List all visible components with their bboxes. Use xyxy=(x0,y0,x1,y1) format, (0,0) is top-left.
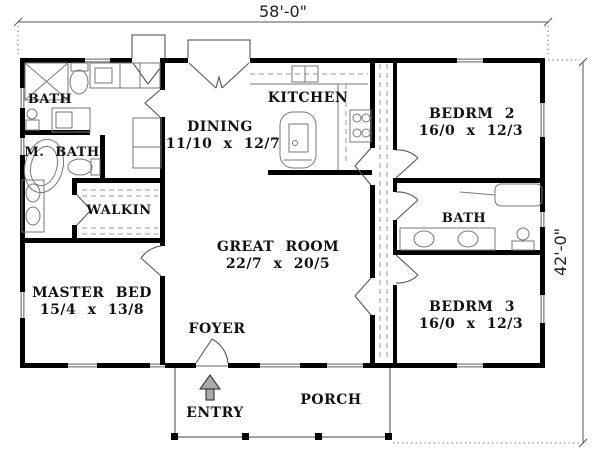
hall-cabinet xyxy=(132,117,162,148)
room-label-bath: BATH xyxy=(28,92,72,107)
pedestal-sink xyxy=(26,108,38,120)
dimension-lines xyxy=(13,17,588,448)
room-size-master-bed: 15/4 x 13/8 xyxy=(40,302,144,318)
porch-post xyxy=(242,433,249,440)
toilet xyxy=(69,69,89,95)
refrigerator xyxy=(279,111,317,169)
room-label-dining: DINING xyxy=(187,119,253,135)
room-label-bedrm2: BEDRM 2 xyxy=(429,106,515,122)
doors xyxy=(76,89,419,367)
width-dimension-label: 58'-0" xyxy=(259,2,307,21)
porch-post xyxy=(315,433,322,440)
laundry-counter xyxy=(89,62,161,89)
exterior-walls xyxy=(20,58,545,368)
porch-post xyxy=(171,433,178,440)
top-bumpouts xyxy=(131,34,251,89)
room-size-dining: 11/10 x 12/7 xyxy=(166,136,281,152)
porch-post xyxy=(385,433,392,440)
room-label-bedrm3: BEDRM 3 xyxy=(429,299,515,315)
room-label-entry: ENTRY xyxy=(186,405,244,421)
vanity xyxy=(399,227,496,251)
room-size-bedrm3: 16/0 x 12/3 xyxy=(419,316,523,332)
sink xyxy=(25,183,41,203)
toilet xyxy=(516,227,530,241)
entry-arrow-icon xyxy=(199,374,221,401)
room-size-great-room: 22/7 x 20/5 xyxy=(226,256,330,272)
master-bath-fixtures xyxy=(21,117,162,235)
tub xyxy=(23,138,65,194)
porch-outline xyxy=(171,368,392,440)
room-label-great-room: GREAT ROOM xyxy=(217,239,339,255)
vanity xyxy=(51,107,91,133)
shower xyxy=(24,62,69,101)
bath-fixtures xyxy=(24,62,161,133)
room-label-kitchen: KITCHEN xyxy=(268,90,348,106)
room-size-bedrm2: 16/0 x 12/3 xyxy=(419,123,523,139)
interior-walls xyxy=(20,58,545,365)
kitchen-fixtures xyxy=(250,65,372,170)
hall-bath-fixtures xyxy=(399,183,543,251)
utility-sink xyxy=(94,67,113,84)
height-dimension-label: 42'-0" xyxy=(551,228,570,276)
sink xyxy=(413,230,435,248)
tub xyxy=(494,183,543,207)
room-label-foyer: FOYER xyxy=(189,321,246,337)
sink xyxy=(25,206,41,226)
room-label-master-bath: M. BATH xyxy=(24,145,99,160)
vanity xyxy=(21,179,45,233)
stove xyxy=(349,109,372,143)
toilet xyxy=(67,158,93,176)
room-label-hall-bath: BATH xyxy=(442,211,486,226)
room-label-porch: PORCH xyxy=(300,392,361,408)
hall-dashed-lines xyxy=(379,64,388,360)
room-label-master-bed: MASTER BED xyxy=(32,285,152,301)
sink xyxy=(457,230,479,248)
room-label-walkin: WALKIN xyxy=(85,203,151,218)
windows xyxy=(20,58,545,368)
